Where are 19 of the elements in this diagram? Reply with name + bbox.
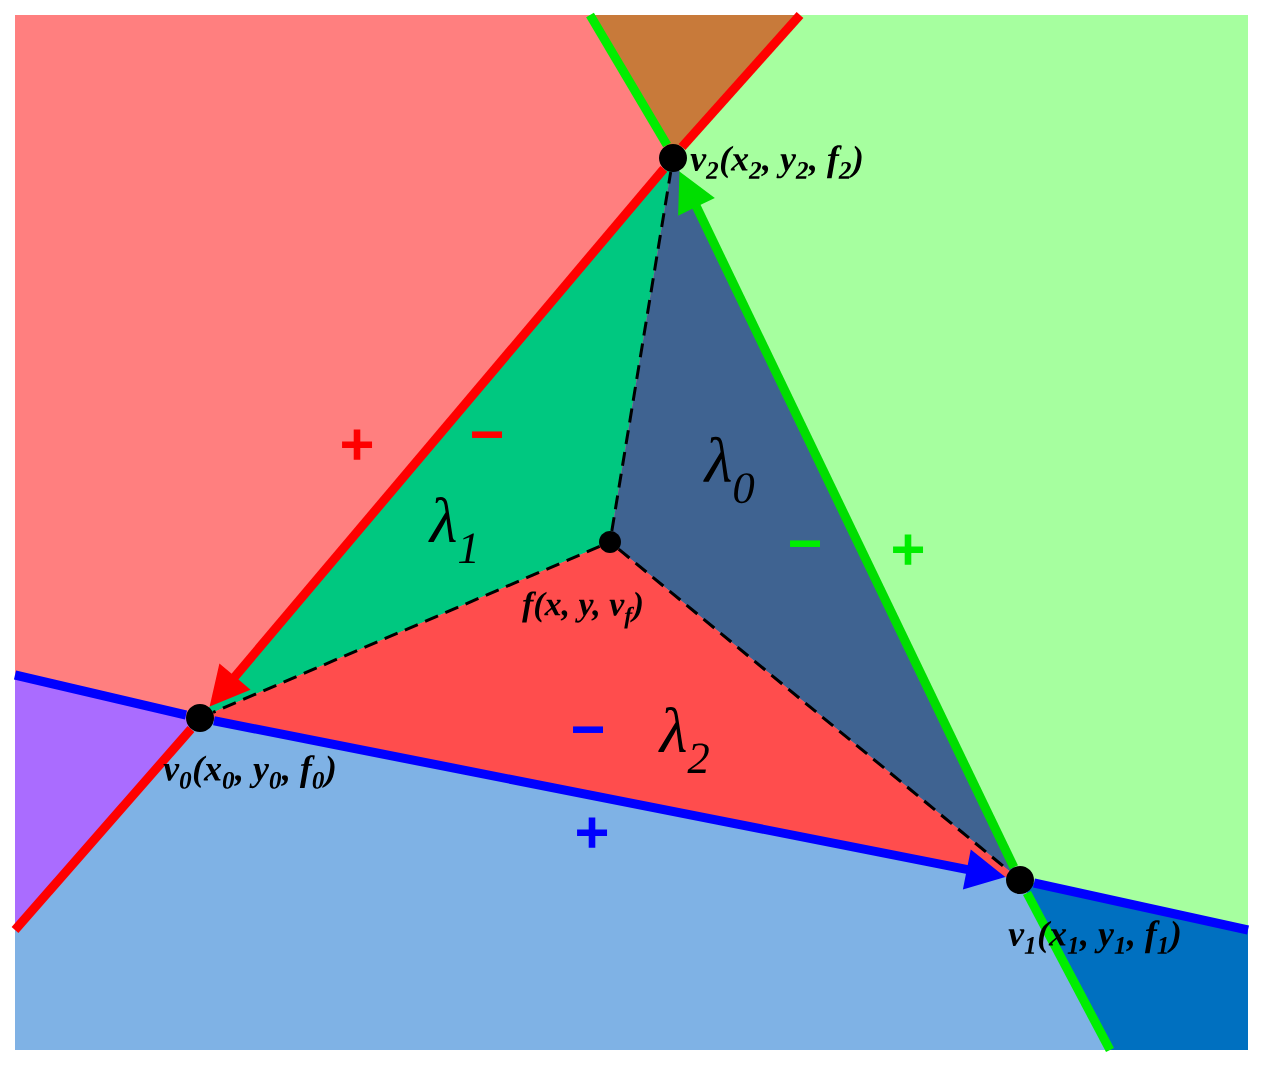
region-label: λ$_{2}$ (658, 707, 709, 773)
coordinate-label: v$_{2}$(x$_{2}$, y$_{2}$, f$_{2}$) (690, 145, 862, 179)
dashed-line (610, 171, 673, 532)
coordinate-label: f(x, y, v$_{f}$) (522, 591, 642, 629)
point-dot (599, 531, 621, 553)
coordinate-label: v$_{0}$(x$_{0}$, y$_{0}$, f$_{0}$) (163, 755, 335, 789)
sign-label: − (472, 431, 502, 438)
coordinate-label: v$_{1}$(x$_{1}$, y$_{1}$, f$_{1}$) (1008, 920, 1180, 954)
sign-label: − (573, 726, 603, 733)
point-dot (186, 704, 214, 732)
sign-label: + (577, 817, 608, 848)
region-label: λ$_{1}$ (428, 497, 475, 563)
point-dot (659, 144, 687, 172)
sign-label: − (790, 540, 820, 547)
dashed-line (212, 545, 601, 714)
point-dot (1006, 866, 1034, 894)
sign-label: + (893, 534, 924, 565)
sign-label: + (342, 429, 373, 460)
region-label: λ$_{0}$ (703, 436, 755, 504)
